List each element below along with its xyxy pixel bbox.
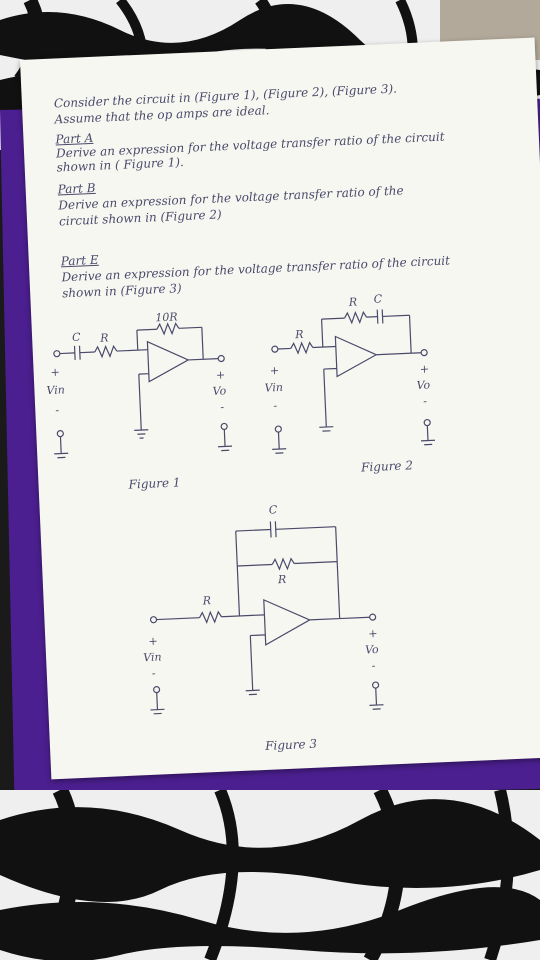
notebook-paper: Consider the circuit in (Figure 1), (Fig… (20, 37, 540, 780)
fig3-label-vin: Vin (143, 650, 162, 664)
fig3-vo-plus: + (368, 627, 378, 640)
figure-1-caption: Figure 1 (127, 475, 180, 491)
fig2-label-r-fb: R (348, 296, 358, 309)
fig2-label-c-fb: C (373, 292, 383, 305)
fig3-label-vo: Vo (365, 643, 379, 657)
fig2-label-vo: Vo (416, 378, 430, 392)
part-e-heading: Part E (60, 252, 99, 269)
fig1-vo-minus: - (220, 400, 225, 413)
figure-3-circuit: C R R + Vin - + Vo - Figure 3 (143, 503, 384, 753)
fig1-label-vin: Vin (46, 383, 65, 397)
figure-3-caption: Figure 3 (264, 737, 318, 753)
fig3-label-r-fb: R (277, 573, 287, 586)
fig2-label-vin: Vin (264, 381, 283, 395)
fig3-vo-minus: - (371, 659, 376, 672)
fig1-plus: + (50, 366, 60, 379)
fig3-minus: - (152, 667, 157, 680)
fig1-label-10r: 10R (155, 310, 178, 324)
fig3-label-c: C (269, 503, 279, 516)
fig1-minus: - (55, 404, 60, 417)
fig2-vo-plus: + (420, 362, 430, 375)
fig3-plus: + (148, 635, 158, 648)
part-b-line1: Derive an expression for the voltage tra… (58, 183, 404, 213)
figure-2-circuit: R R C + Vin - + Vo - Figure 2 (264, 292, 436, 475)
fig1-label-c: C (72, 331, 82, 344)
fig2-plus: + (270, 364, 280, 377)
part-a-line1: Derive an expression for the voltage tra… (55, 129, 445, 161)
figure-1-circuit: C R 10R + Vin - + Vo - Figure 1 (46, 310, 233, 492)
zebra-fabric-bottom (0, 790, 540, 960)
fig2-vo-minus: - (423, 395, 428, 408)
fig2-minus: - (273, 399, 278, 412)
fig3-label-r-in: R (201, 594, 211, 607)
fig1-label-vo: Vo (212, 384, 226, 398)
fig2-label-r-in: R (294, 328, 304, 341)
part-b-heading: Part B (57, 180, 96, 197)
fig1-label-r: R (99, 331, 109, 344)
part-e-line2: shown in (Figure 3) (61, 281, 182, 301)
fig1-vo-plus: + (216, 368, 226, 381)
figure-2-caption: Figure 2 (360, 458, 413, 474)
